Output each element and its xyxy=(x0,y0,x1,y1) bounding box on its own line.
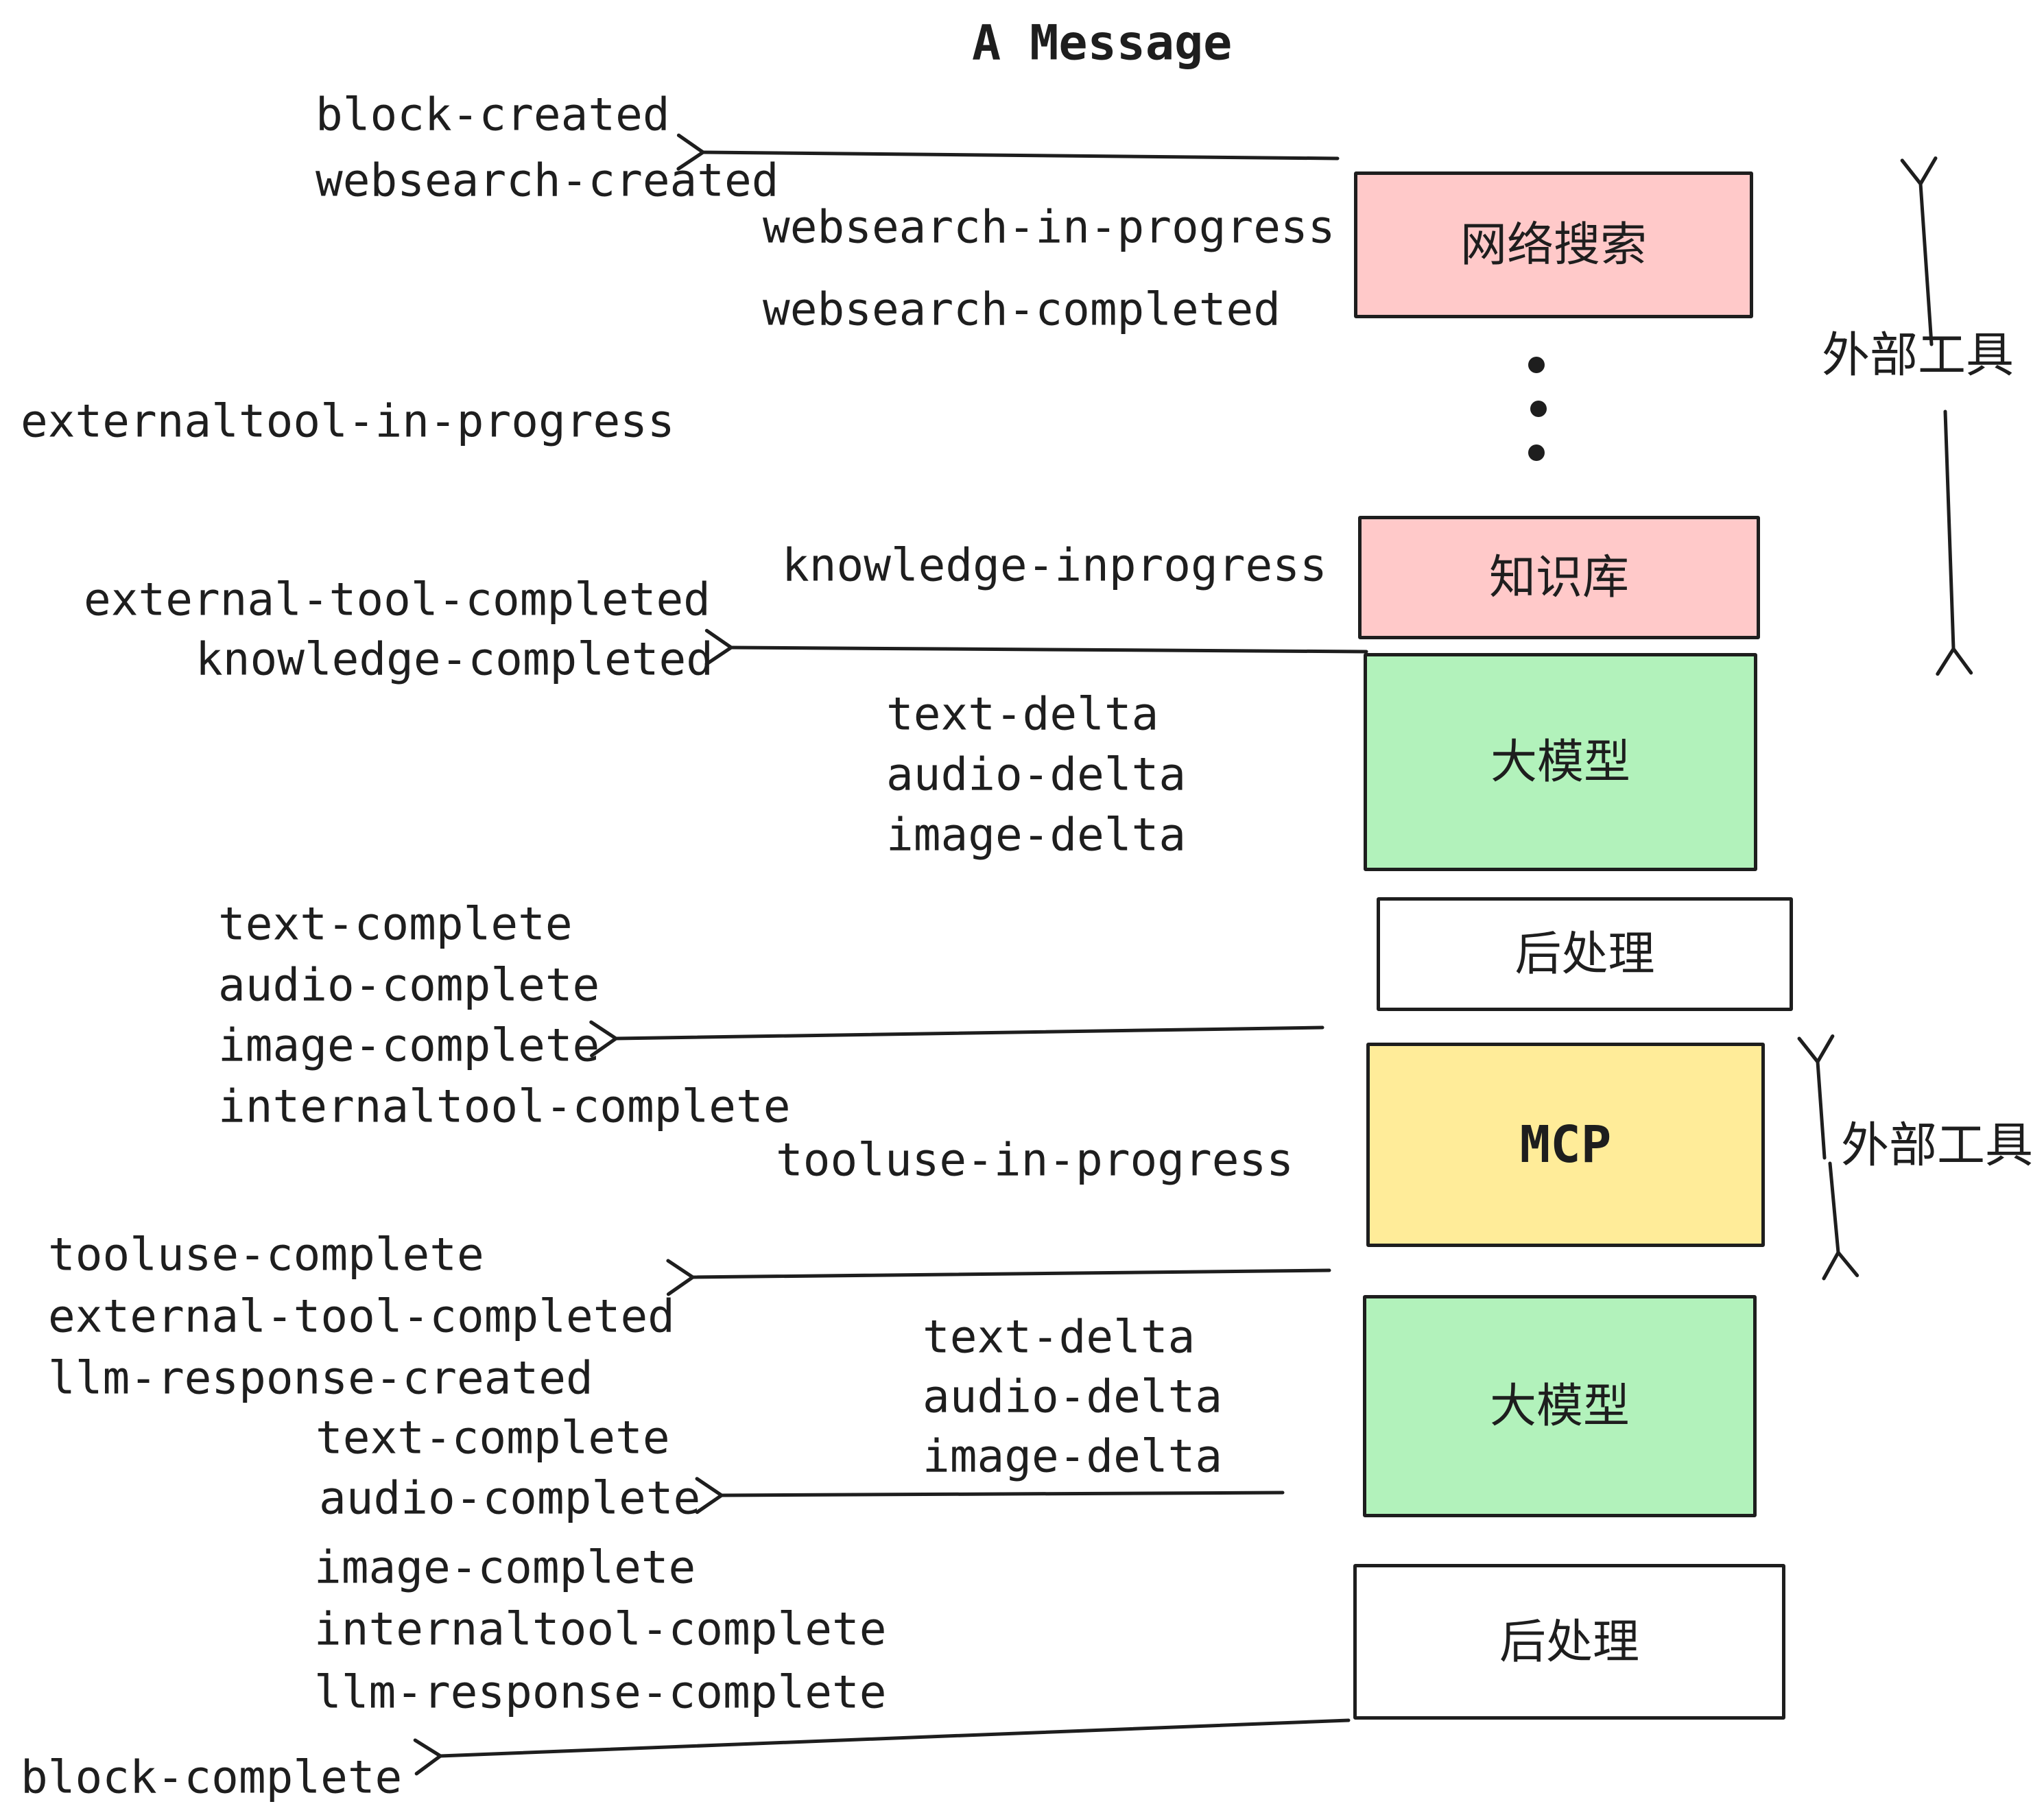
event-label-websearch-completed: websearch-completed xyxy=(763,283,1281,336)
node-postprocess-2-label: 后处理 xyxy=(1499,1615,1639,1668)
node-llm-2-label: 大模型 xyxy=(1489,1380,1630,1432)
event-label-tooluse-in-progress: tooluse-in-progress xyxy=(776,1133,1294,1187)
external-tools-bottom-arrow-up xyxy=(1797,1034,1835,1160)
node-web-search: 网络搜索 xyxy=(1354,171,1753,318)
external-tools-top-arrow-down xyxy=(1936,410,1973,676)
node-web-search-label: 网络搜索 xyxy=(1460,219,1647,271)
external-tools-top-arrow-up xyxy=(1900,156,1938,346)
arrow-knowledge-to-knowledge-completed xyxy=(704,628,1368,666)
event-label-text-complete-1: text-complete xyxy=(218,897,573,951)
event-label-image-complete-1: image-complete xyxy=(218,1019,600,1072)
arrow-postprocess2-to-block-complete xyxy=(413,1718,1351,1776)
arrow-postprocess1-to-image-complete xyxy=(589,1020,1324,1058)
node-llm-1-label: 大模型 xyxy=(1490,736,1630,788)
event-label-text-delta-1: text-delta xyxy=(886,687,1159,741)
event-label-image-delta-1: image-delta xyxy=(886,808,1187,862)
node-postprocess-1: 后处理 xyxy=(1377,897,1793,1011)
section-label-external-tools-bottom: 外部工具 xyxy=(1841,1118,2033,1172)
node-mcp: MCP xyxy=(1366,1043,1765,1247)
node-llm-1: 大模型 xyxy=(1364,653,1757,871)
event-label-internaltool-complete-2: internaltool-complete xyxy=(314,1602,887,1656)
event-label-audio-complete-2: audio-complete xyxy=(319,1471,701,1525)
section-label-external-tools-top: 外部工具 xyxy=(1822,328,2014,382)
event-label-block-complete: block-complete xyxy=(21,1750,403,1804)
vertical-ellipsis-icon xyxy=(1528,357,1547,461)
node-postprocess-1-label: 后处理 xyxy=(1514,928,1655,980)
event-label-text-complete-2: text-complete xyxy=(316,1411,670,1464)
event-label-audio-complete-1: audio-complete xyxy=(218,958,600,1012)
node-postprocess-2: 后处理 xyxy=(1353,1564,1785,1720)
event-label-externaltool-in-progress: externaltool-in-progress xyxy=(21,394,675,448)
node-llm-2: 大模型 xyxy=(1363,1295,1757,1517)
event-label-websearch-in-progress: websearch-in-progress xyxy=(763,200,1335,254)
arrow-websearch-to-block-created xyxy=(676,133,1340,171)
event-label-llm-response-complete: llm-response-complete xyxy=(314,1665,887,1719)
node-knowledge-base-label: 知识库 xyxy=(1488,551,1629,604)
event-label-block-created: block-created xyxy=(316,88,670,141)
event-label-audio-delta-2: audio-delta xyxy=(923,1370,1223,1423)
event-label-audio-delta-1: audio-delta xyxy=(886,748,1187,801)
event-label-text-delta-2: text-delta xyxy=(923,1310,1196,1364)
event-label-tooluse-complete: tooluse-complete xyxy=(48,1228,484,1281)
node-knowledge-base: 知识库 xyxy=(1358,516,1760,639)
event-label-websearch-created: websearch-created xyxy=(316,154,779,207)
event-label-image-complete-2: image-complete xyxy=(314,1541,696,1594)
event-label-knowledge-inprogress: knowledge-inprogress xyxy=(782,538,1327,592)
arrow-llm2-to-audio-complete xyxy=(695,1477,1285,1515)
arrow-mcp-to-tooluse-complete xyxy=(666,1259,1331,1296)
event-label-image-delta-2: image-delta xyxy=(923,1429,1223,1483)
event-label-external-tool-completed-1: external-tool-completed xyxy=(84,573,711,626)
event-label-internaltool-complete-1: internaltool-complete xyxy=(218,1080,791,1133)
diagram-title: A Message xyxy=(972,14,1233,71)
external-tools-bottom-arrow-down xyxy=(1822,1161,1859,1281)
node-mcp-label: MCP xyxy=(1519,1115,1612,1174)
event-label-external-tool-completed-2: external-tool-completed xyxy=(48,1290,675,1343)
event-label-knowledge-completed: knowledge-completed xyxy=(195,632,713,686)
event-label-llm-response-created: llm-response-created xyxy=(48,1351,593,1405)
